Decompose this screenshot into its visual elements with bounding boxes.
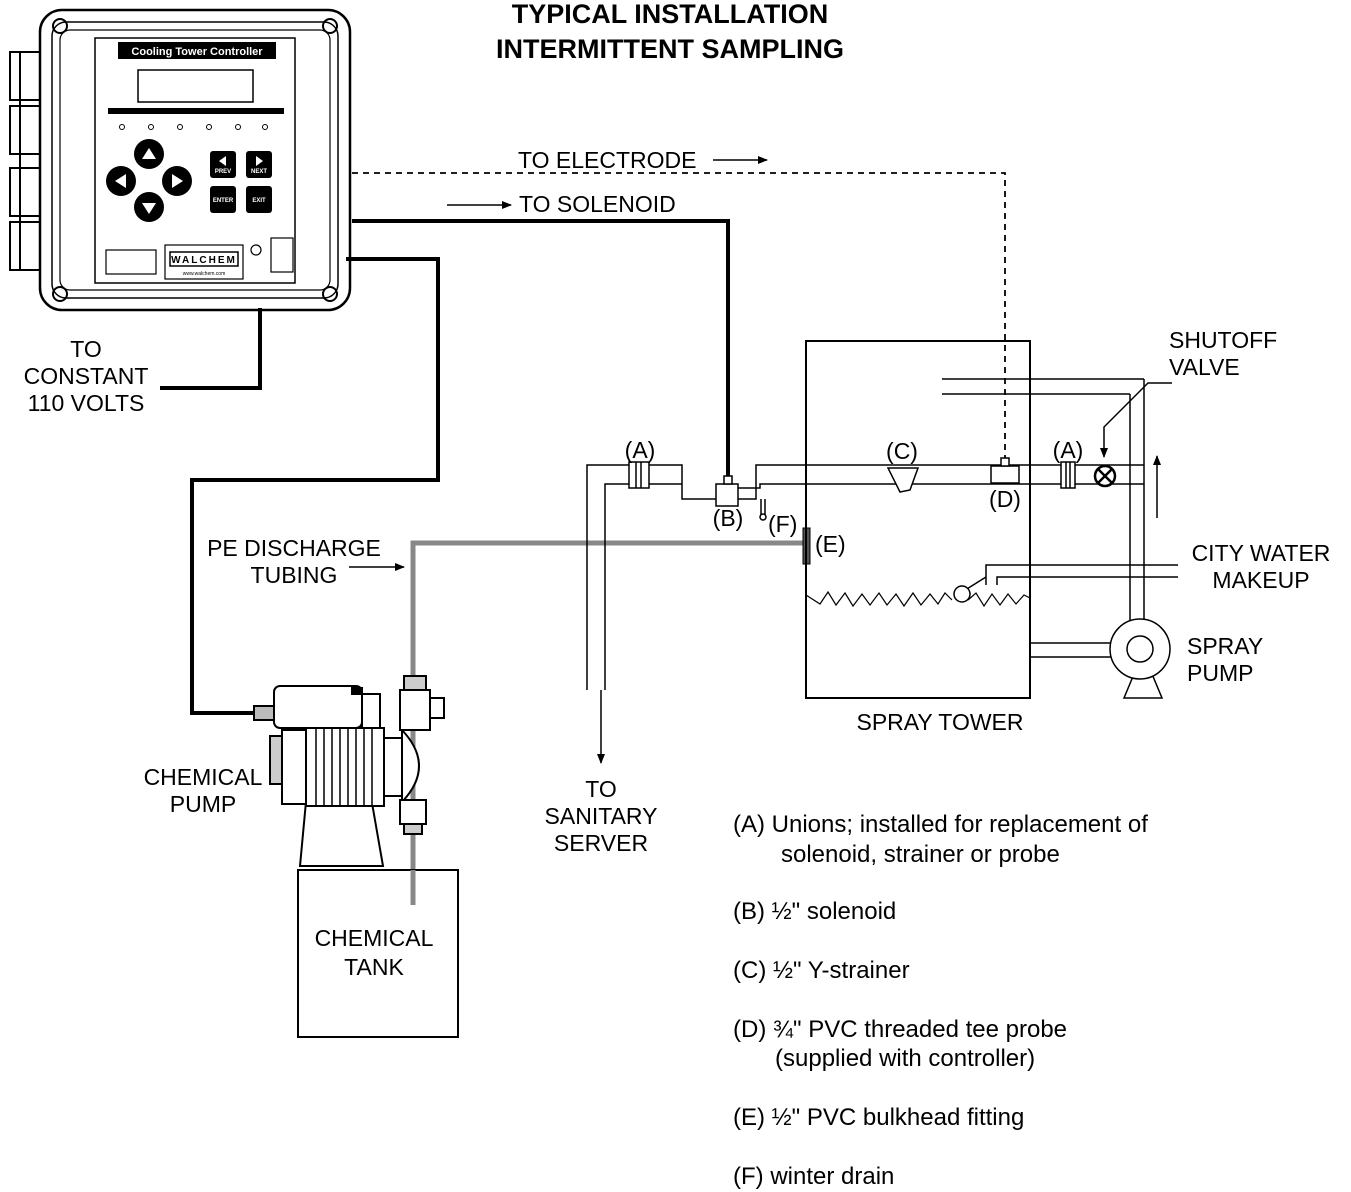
legend-c: (C) ½" Y-strainer — [733, 957, 910, 984]
spray-tower — [805, 340, 1031, 699]
legend-a-line-1: (A) Unions; installed for replacement of — [733, 811, 1148, 838]
chemical-pump — [253, 675, 445, 867]
enter-label: ENTER — [213, 198, 234, 204]
sanitary-label-line-3: SERVER — [554, 830, 648, 856]
to-electrode-label: TO ELECTRODE — [518, 147, 697, 173]
corner-screw — [52, 286, 68, 302]
prev-button[interactable] — [210, 151, 236, 178]
arrow-keypad — [106, 139, 192, 222]
walchem-brand: WALCHEM — [171, 255, 237, 266]
spray-riser — [942, 378, 1145, 640]
sanitary-label-line-2: SANITARY — [545, 803, 658, 829]
power-label-line-2: CONSTANT — [24, 363, 149, 389]
probe-tee-port — [1000, 457, 1010, 467]
controller-header-bar — [118, 42, 276, 59]
exit-button[interactable] — [246, 186, 272, 213]
shutoff-pointer — [1100, 382, 1172, 458]
right-arrow-icon — [172, 174, 183, 188]
spray-pump — [1030, 618, 1171, 699]
city-water-label-line-2: MAKEUP — [1212, 567, 1309, 593]
label-window — [105, 249, 157, 275]
solenoid-cable — [352, 219, 730, 478]
tag-d: (D) — [989, 486, 1021, 512]
legend-a-line-2: solenoid, strainer or probe — [781, 841, 1060, 868]
lcd-display — [137, 69, 254, 103]
legend-e: (E) ½" PVC bulkhead fitting — [733, 1104, 1024, 1131]
float-valve — [953, 576, 987, 603]
power-cable — [160, 308, 262, 390]
legend-f: (F) winter drain — [733, 1163, 894, 1190]
sanitary-label-line-1: TO — [585, 776, 617, 802]
tag-f: (F) — [768, 511, 797, 537]
status-leds — [119, 124, 268, 130]
power-label-line-3: 110 VOLTS — [28, 390, 145, 416]
to-solenoid-label: TO SOLENOID — [519, 191, 676, 217]
union-a-left — [628, 461, 650, 489]
spray-tower-label: SPRAY TOWER — [856, 709, 1023, 735]
down-arrow-icon — [142, 203, 156, 214]
water-level-right — [967, 592, 1031, 608]
corner-screw — [52, 18, 68, 34]
next-label: NEXT — [251, 169, 267, 175]
chemical-tank-label-line-2: TANK — [344, 954, 404, 980]
title-line-1: TYPICAL INSTALLATION — [512, 0, 829, 29]
power-label-line-1: TO — [70, 336, 102, 362]
exit-label: EXIT — [252, 198, 266, 204]
y-strainer — [886, 467, 920, 493]
next-button[interactable] — [246, 151, 272, 178]
walchem-website: www.walchem.com — [183, 271, 226, 277]
corner-screw — [322, 18, 338, 34]
spray-pump-label-line-2: PUMP — [1187, 660, 1253, 686]
pe-label-line-1: PE DISCHARGE — [207, 535, 381, 561]
corner-screw — [322, 286, 338, 302]
legend-b: (B) ½" solenoid — [733, 898, 896, 925]
bleed-piping — [586, 464, 1144, 690]
tag-a-right: (A) — [1053, 437, 1084, 463]
spray-pump-label-line-1: SPRAY — [1187, 633, 1263, 659]
walchem-logo — [169, 251, 239, 267]
chemical-tank — [297, 869, 459, 1038]
chemical-tank-label-line-1: CHEMICAL — [315, 925, 434, 951]
water-level — [805, 590, 953, 608]
legend-d-line-2: (supplied with controller) — [775, 1045, 1035, 1072]
pe-discharge-tubing — [410, 540, 806, 800]
tag-c: (C) — [886, 438, 918, 464]
up-arrow-icon — [142, 148, 156, 159]
next-icon — [256, 156, 263, 166]
connector-plate — [270, 237, 294, 273]
legend: (A) Unions; installed for replacement of… — [733, 811, 1148, 1190]
city-water-makeup — [985, 564, 1178, 585]
electrode-cable — [352, 172, 1006, 465]
legend-d-line-1: (D) ¾" PVC threaded tee probe — [733, 1016, 1067, 1043]
tag-e: (E) — [815, 531, 846, 557]
controller-header: Cooling Tower Controller — [131, 46, 263, 58]
panel-divider — [108, 108, 284, 114]
union-a-right — [1060, 461, 1076, 489]
tag-b: (B) — [713, 505, 744, 531]
city-water-label-line-1: CITY WATER — [1192, 540, 1331, 566]
enter-button[interactable] — [210, 186, 236, 213]
cooling-tower-controller: Cooling Tower Controller PREV NEXT — [9, 8, 352, 312]
prev-icon — [219, 156, 226, 166]
chemical-pump-label-line-2: PUMP — [170, 791, 236, 817]
winter-drain — [759, 499, 767, 521]
solenoid-coil — [723, 475, 733, 485]
indicator-light — [250, 244, 262, 256]
title-line-2: INTERMITTENT SAMPLING — [496, 34, 844, 64]
probe-tee — [990, 465, 1020, 484]
prev-label: PREV — [215, 169, 231, 175]
pe-label-line-2: TUBING — [251, 562, 338, 588]
tag-a-left: (A) — [625, 437, 656, 463]
shutoff-valve — [1093, 464, 1117, 488]
solenoid-valve — [715, 483, 739, 507]
pump-cable — [190, 257, 440, 715]
shutoff-label-line-1: SHUTOFF — [1169, 327, 1277, 353]
left-arrow-icon — [115, 174, 126, 188]
shutoff-label-line-2: VALVE — [1169, 354, 1240, 380]
chemical-pump-label-line-1: CHEMICAL — [144, 764, 263, 790]
